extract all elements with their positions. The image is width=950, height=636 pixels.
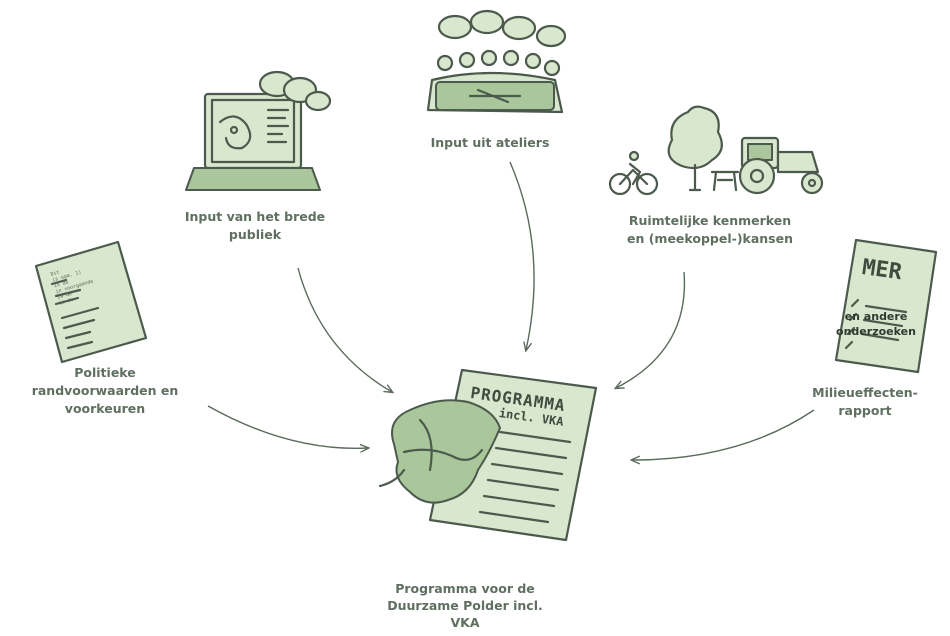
label-ruimtelijk: Ruimtelijke kenmerken en (meekoppel-)kan…	[626, 213, 793, 246]
label-atelier: Input uit ateliers	[430, 135, 550, 150]
laptop-publiek-icon	[185, 70, 332, 191]
politiek-document-icon	[34, 240, 148, 364]
mer-doc-title: MER	[860, 255, 904, 286]
label-programma: Programma voor de Duurzame Polder incl. …	[387, 581, 543, 630]
arrow-ruimtelijk	[616, 271, 686, 388]
arrow-publiek	[297, 267, 392, 392]
arrow-mer	[632, 409, 815, 460]
label-politiek: Politieke randvoorwaarden en voorkeuren	[31, 365, 179, 416]
arrow-politiek	[207, 405, 368, 448]
atelier-meeting-icon	[426, 9, 567, 114]
label-mer: Milieueffecten- rapport	[812, 385, 918, 418]
programma-document-icon	[378, 368, 598, 542]
landscape-icon	[608, 105, 824, 196]
label-publiek: Input van het brede publiek	[184, 209, 326, 242]
arrow-atelier	[509, 161, 535, 350]
mer-document-icon	[834, 238, 938, 374]
mer-overlay-text: en andere onderzoeken	[836, 310, 916, 338]
